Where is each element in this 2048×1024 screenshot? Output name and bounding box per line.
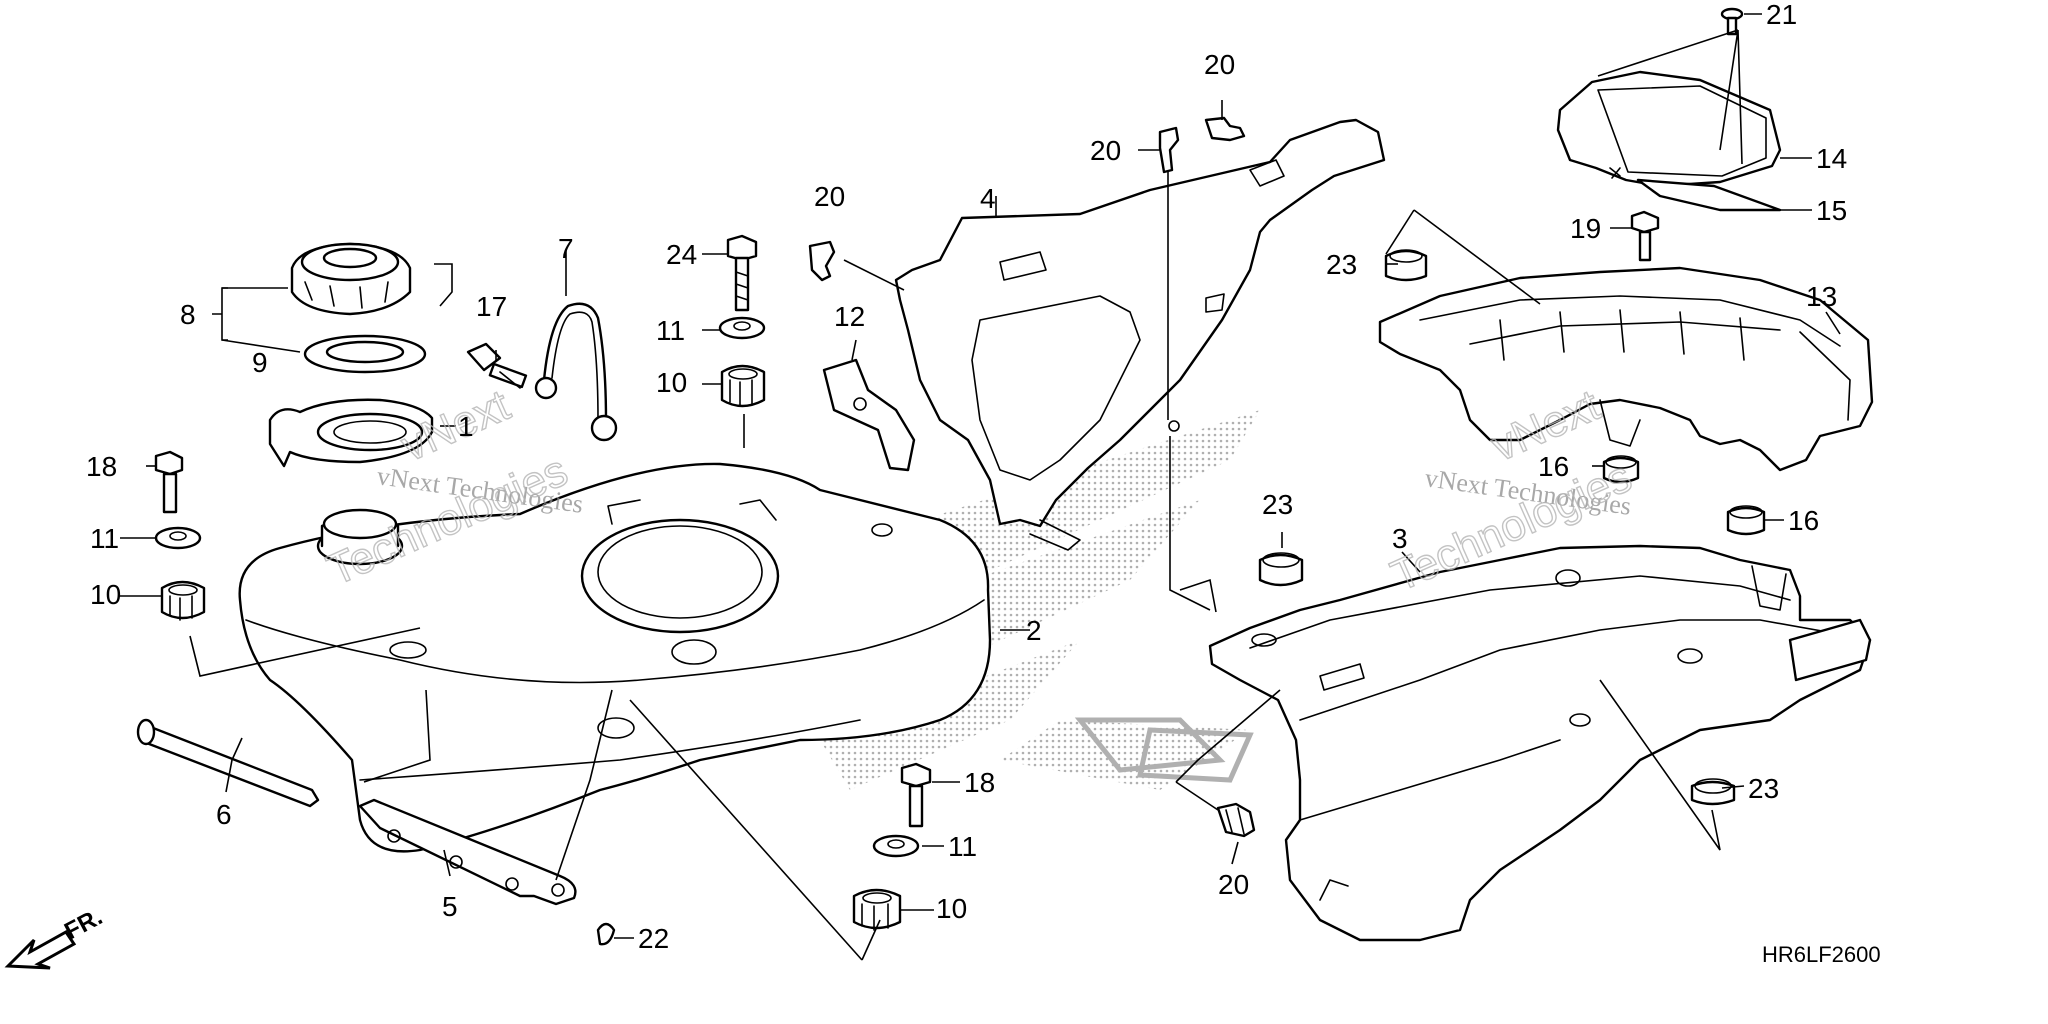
bolt-19[interactable]	[1630, 210, 1660, 262]
grommet-16-b[interactable]	[1726, 505, 1766, 536]
upper-mount-panel[interactable]	[894, 118, 1386, 551]
callout-15: 15	[1816, 195, 1847, 226]
callout-19: 19	[1570, 213, 1601, 244]
callout-7: 7	[558, 233, 574, 264]
callout-18-left: 18	[86, 451, 117, 482]
clip-20-b[interactable]	[1158, 126, 1180, 174]
clip-20-d[interactable]	[1216, 802, 1256, 838]
leader-lines	[120, 13, 1841, 961]
cover-14[interactable]	[1556, 70, 1782, 188]
bolt-17[interactable]	[466, 342, 528, 389]
fuel-cap-gasket[interactable]	[303, 334, 427, 374]
bracket-12[interactable]	[822, 358, 916, 472]
callout-18-lower: 18	[964, 767, 995, 798]
callout-6: 6	[216, 799, 232, 830]
clip-22[interactable]	[596, 922, 616, 946]
grommet-10-upper[interactable]	[720, 364, 766, 408]
bolt-18-left[interactable]	[154, 450, 184, 514]
bolt-18-lower[interactable]	[900, 762, 932, 828]
callout-labels: 1 2 3 4 5 6 7 8 9 10 10 10 11 11 11 12 1…	[86, 0, 1847, 954]
callout-20-a: 20	[814, 181, 845, 212]
callout-3: 3	[1392, 523, 1408, 554]
tank-bracket[interactable]	[358, 798, 577, 906]
filler-ring[interactable]	[268, 398, 434, 468]
callout-21: 21	[1766, 0, 1797, 30]
front-direction-arrow-icon	[4, 930, 77, 970]
bolt-24[interactable]	[726, 234, 758, 312]
callout-23-lower: 23	[1748, 773, 1779, 804]
grommet-10-lower[interactable]	[852, 888, 902, 931]
washer-11-lower[interactable]	[872, 834, 920, 858]
callout-5: 5	[442, 891, 458, 922]
ground-strap[interactable]	[534, 302, 618, 442]
mounting-rod[interactable]	[136, 718, 320, 808]
callout-14: 14	[1816, 143, 1847, 174]
watermark-left-big-1: vNext	[394, 381, 517, 472]
callout-2: 2	[1026, 615, 1042, 646]
callout-8: 8	[180, 299, 196, 330]
seal-15[interactable]	[1636, 178, 1782, 212]
callout-4: 4	[980, 183, 996, 214]
fuel-cap[interactable]	[290, 242, 412, 316]
undertray-3[interactable]	[1208, 544, 1872, 942]
callout-17: 17	[476, 291, 507, 322]
callout-20-d: 20	[1218, 869, 1249, 900]
callout-16-a: 16	[1538, 451, 1569, 482]
callout-11-lower: 11	[948, 831, 977, 862]
callout-13: 13	[1806, 281, 1837, 312]
washer-11-upper[interactable]	[718, 316, 766, 340]
grommet-23-lower[interactable]	[1690, 778, 1736, 806]
tray-13[interactable]	[1378, 266, 1874, 472]
callout-10-left: 10	[90, 579, 121, 610]
callout-20-b: 20	[1090, 135, 1121, 166]
callout-22: 22	[638, 923, 669, 954]
diagram-code: HR6LF2600	[1762, 942, 1881, 967]
front-direction-marker: FR.	[4, 903, 107, 970]
front-direction-label: FR.	[60, 903, 107, 945]
fuel-tank[interactable]	[238, 462, 992, 853]
callout-24: 24	[666, 239, 697, 270]
callout-11-left: 11	[90, 523, 119, 554]
clip-20-a[interactable]	[808, 240, 836, 282]
screw-21[interactable]	[1720, 7, 1744, 36]
grommet-23-upper[interactable]	[1384, 249, 1428, 282]
callout-1: 1	[458, 411, 474, 442]
clip-20-c[interactable]	[1204, 116, 1246, 142]
callout-11-upper: 11	[656, 315, 685, 346]
callout-10-upper: 10	[656, 367, 687, 398]
callout-9: 9	[252, 347, 268, 378]
callout-23-upper: 23	[1326, 249, 1357, 280]
callout-12: 12	[834, 301, 865, 332]
callout-10-lower: 10	[936, 893, 967, 924]
callout-23-middle: 23	[1262, 489, 1293, 520]
grommet-23-middle[interactable]	[1258, 552, 1304, 587]
grommet-16-a[interactable]	[1602, 455, 1640, 484]
washer-11-left[interactable]	[154, 526, 202, 550]
callout-20-c: 20	[1204, 49, 1235, 80]
callout-16-b: 16	[1788, 505, 1819, 536]
grommet-10-left[interactable]	[160, 580, 206, 621]
